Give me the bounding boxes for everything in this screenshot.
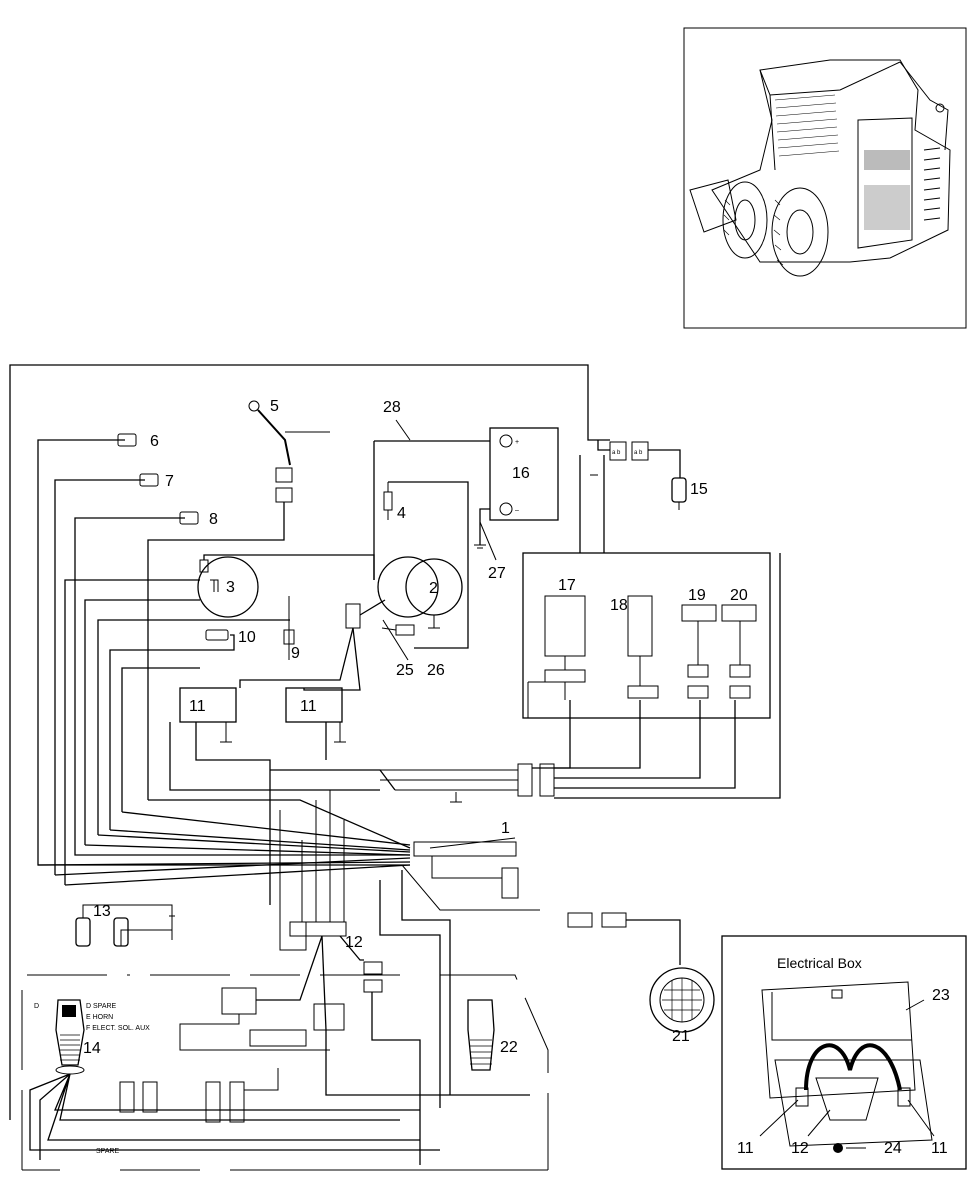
component-3 bbox=[197, 556, 259, 618]
component-17 bbox=[544, 595, 586, 657]
callout-22: 22 bbox=[500, 1039, 518, 1056]
callout-8: 8 bbox=[209, 511, 218, 528]
callout-1: 1 bbox=[501, 820, 510, 837]
callout-25: 25 bbox=[396, 662, 414, 679]
component-20 bbox=[721, 604, 757, 622]
callout-17: 17 bbox=[558, 577, 576, 594]
component-1 bbox=[413, 841, 517, 857]
inset-callout-23: 23 bbox=[932, 987, 950, 1004]
electrical-box-inset: Electrical Box 11 12 24 11 23 bbox=[721, 935, 967, 1170]
component-12 bbox=[289, 921, 347, 937]
component-25 bbox=[395, 624, 415, 636]
handle-label-f-aux: F ELECT. SOL. AUX bbox=[86, 1025, 150, 1032]
callout-11-right: 11 bbox=[300, 698, 317, 715]
callout-14: 14 bbox=[83, 1040, 101, 1057]
handle-label-e-horn: E HORN bbox=[86, 1014, 113, 1021]
callout-6: 6 bbox=[150, 433, 159, 450]
harness-wiring: a b a b + – bbox=[9, 364, 781, 1171]
callout-10: 10 bbox=[238, 629, 256, 646]
callout-2: 2 bbox=[429, 580, 438, 597]
callout-18: 18 bbox=[610, 597, 628, 614]
callouts: 1 2 3 4 5 6 7 8 9 10 11 11 12 13 14 15 1… bbox=[83, 398, 748, 1057]
component-10 bbox=[205, 629, 229, 641]
component-7 bbox=[139, 473, 159, 487]
component-16 bbox=[489, 427, 559, 521]
callout-3: 3 bbox=[226, 579, 235, 596]
callout-11-left: 11 bbox=[189, 698, 206, 715]
component-19 bbox=[681, 604, 717, 622]
component-13-left bbox=[75, 917, 91, 947]
callout-13: 13 bbox=[93, 903, 111, 920]
handle-label-d-spare: D SPARE bbox=[86, 1003, 117, 1010]
svg-text:a b: a b bbox=[612, 450, 621, 456]
component-2-left bbox=[377, 556, 439, 618]
handle-label-d: D bbox=[34, 1003, 39, 1010]
callout-7: 7 bbox=[165, 473, 174, 490]
callout-4: 4 bbox=[397, 505, 406, 522]
battery-plus-label: + bbox=[515, 439, 519, 446]
callout-15: 15 bbox=[690, 481, 708, 498]
component-15 bbox=[671, 477, 687, 503]
svg-text:a b: a b bbox=[634, 450, 643, 456]
component-4 bbox=[383, 491, 393, 511]
component-22 bbox=[467, 999, 495, 1071]
callout-16: 16 bbox=[512, 465, 530, 482]
callout-9: 9 bbox=[291, 645, 300, 662]
callout-26: 26 bbox=[427, 662, 445, 679]
component-14 bbox=[55, 999, 85, 1066]
electrical-box-title: Electrical Box bbox=[777, 955, 862, 971]
component-6 bbox=[117, 433, 137, 447]
machine-illustration bbox=[683, 27, 967, 329]
callout-28: 28 bbox=[383, 399, 401, 416]
callout-5: 5 bbox=[270, 398, 279, 415]
handle-label-spare: SPARE bbox=[96, 1148, 120, 1155]
callout-19: 19 bbox=[688, 587, 706, 604]
handle-labels: D D SPARE E HORN F ELECT. SOL. AUX SPARE bbox=[34, 1003, 150, 1155]
inset-callout-12: 12 bbox=[791, 1140, 809, 1157]
callout-12: 12 bbox=[345, 934, 363, 951]
component-21 bbox=[649, 967, 715, 1033]
battery-minus-label: – bbox=[515, 507, 519, 514]
relay-11-left bbox=[179, 687, 237, 723]
inset-callout-11-right: 11 bbox=[931, 1140, 948, 1157]
relay-11-right bbox=[285, 687, 343, 723]
component-5 bbox=[257, 409, 291, 466]
component-18 bbox=[627, 595, 653, 657]
callout-21: 21 bbox=[672, 1028, 690, 1045]
inset-callout-24: 24 bbox=[884, 1140, 902, 1157]
callout-20: 20 bbox=[730, 587, 748, 604]
callout-27: 27 bbox=[488, 565, 506, 582]
inset-callout-11-left: 11 bbox=[737, 1140, 754, 1157]
component-8 bbox=[179, 511, 199, 525]
